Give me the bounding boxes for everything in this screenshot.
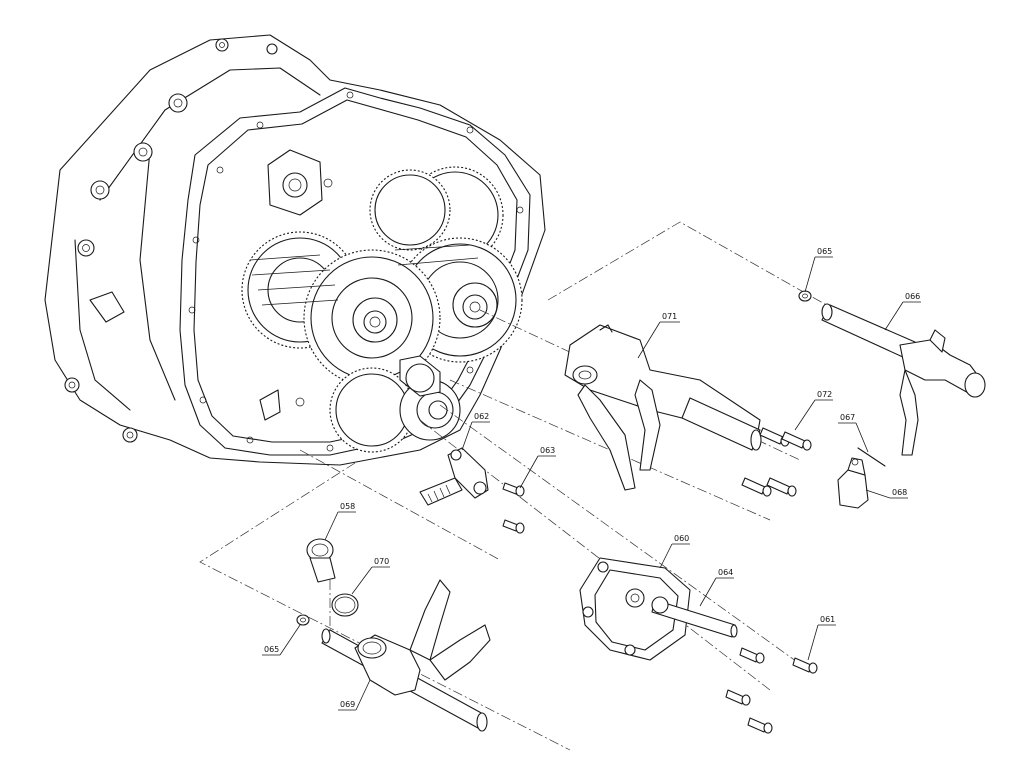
bolts-061 xyxy=(725,647,818,734)
callout-068: 068 xyxy=(892,488,907,497)
plug-068 xyxy=(837,457,869,509)
shift-fork-069 xyxy=(321,579,491,732)
snap-ring-067 xyxy=(857,447,886,467)
cover-060 xyxy=(579,557,691,661)
washer-065-lower xyxy=(296,614,310,626)
bolts-072 xyxy=(741,427,812,497)
selector-rod-066 xyxy=(821,303,986,456)
callout-067: 067 xyxy=(840,413,855,422)
callout-066: 066 xyxy=(905,292,920,301)
detent-062 xyxy=(419,447,489,506)
plug-058 xyxy=(306,538,336,583)
shaft-064 xyxy=(651,596,738,638)
callout-leaders xyxy=(262,256,921,711)
callout-063: 063 xyxy=(540,446,555,455)
assembly-lines xyxy=(199,221,981,751)
callout-070: 070 xyxy=(374,557,389,566)
callout-072: 072 xyxy=(817,390,832,399)
shift-fork-071 xyxy=(564,324,762,491)
callout-064: 064 xyxy=(718,568,733,577)
callout-065-lower: 065 xyxy=(264,645,279,654)
oring-070 xyxy=(331,593,359,617)
callout-058: 058 xyxy=(340,502,355,511)
bolts-063 xyxy=(502,482,525,534)
callout-071: 071 xyxy=(662,312,677,321)
washer-065-upper xyxy=(798,290,812,302)
callout-labels: 065 066 071 072 067 068 062 063 058 070 … xyxy=(264,247,920,709)
callout-062: 062 xyxy=(474,412,489,421)
callout-065-upper: 065 xyxy=(817,247,832,256)
callout-060: 060 xyxy=(674,534,689,543)
callout-061: 061 xyxy=(820,615,835,624)
callout-069: 069 xyxy=(340,700,355,709)
gear-cluster xyxy=(241,166,523,453)
